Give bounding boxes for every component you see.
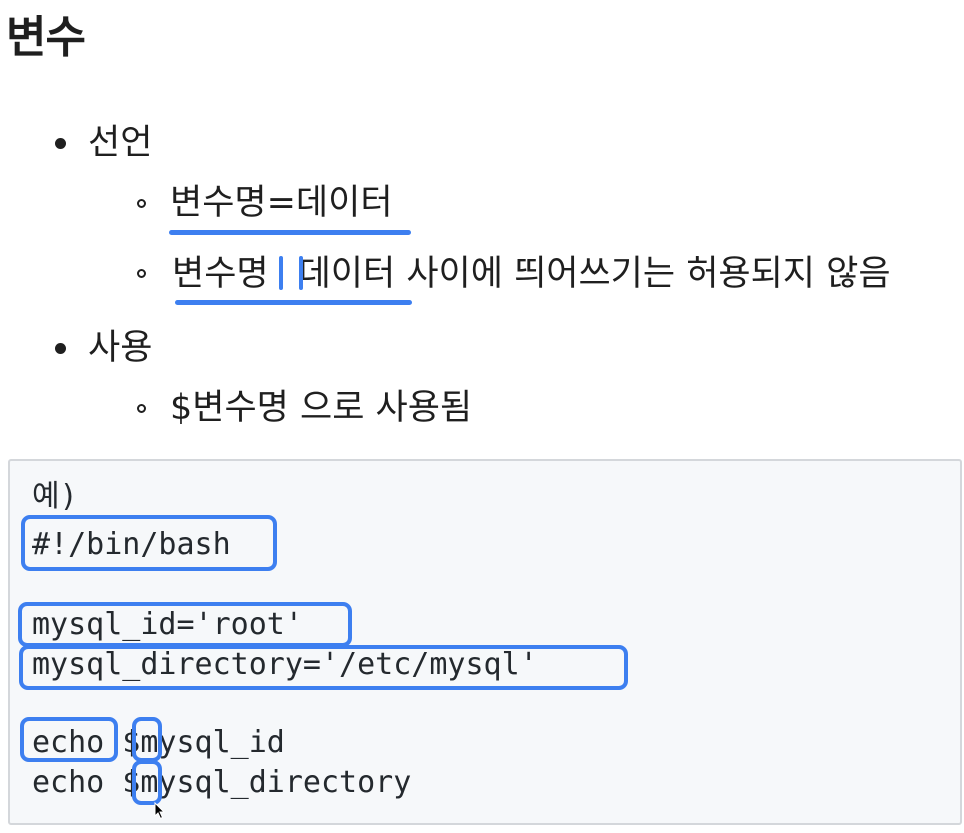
list-item-use: 사용 [88, 328, 153, 368]
bullet-circle-icon [137, 199, 146, 208]
bullet-dot-icon [55, 138, 66, 149]
note-data: 데이터 [298, 254, 396, 294]
code-line-mysql-id: mysql_id='root' [32, 607, 303, 642]
code-line-echo-directory: echo $mysql_directory [32, 765, 412, 800]
code-line-shebang: #!/bin/bash [32, 527, 231, 562]
mouse-pointer-icon [154, 801, 166, 824]
underline-annotation [169, 230, 411, 235]
underline-annotation [175, 300, 412, 305]
highlight-box-echo [20, 717, 118, 762]
code-line-example: 예) [32, 479, 78, 514]
bullet-dot-icon [55, 343, 66, 354]
highlight-box-dollar-1 [132, 717, 162, 762]
bullet-circle-icon [137, 404, 146, 413]
list-item-declare-note: 변수명 데이터 사이에 띄어쓰기는 허용되지 않음 [172, 251, 891, 297]
note-variable-name: 변수명 [172, 254, 269, 294]
bullet-circle-icon [137, 269, 146, 278]
list-item-use-note: $변수명 으로 사용됨 [170, 388, 473, 428]
highlight-box-mysql-id [18, 602, 352, 647]
code-block [8, 459, 962, 825]
list-item-declare: 선언 [88, 123, 153, 163]
space-marker-right [299, 256, 303, 290]
space-marker-left [279, 256, 283, 290]
code-line-mysql-directory: mysql_directory='/etc/mysql' [32, 647, 538, 682]
list-item-declare-syntax: 변수명=데이터 [170, 183, 393, 223]
page-title: 변수 [6, 12, 86, 63]
highlight-box-dollar-2 [132, 760, 162, 805]
highlight-box-mysql-directory [19, 645, 628, 690]
highlight-box-shebang [21, 515, 277, 571]
note-rest: 사이에 띄어쓰기는 허용되지 않음 [395, 254, 891, 294]
code-line-echo-id: echo $mysql_id [32, 725, 285, 760]
